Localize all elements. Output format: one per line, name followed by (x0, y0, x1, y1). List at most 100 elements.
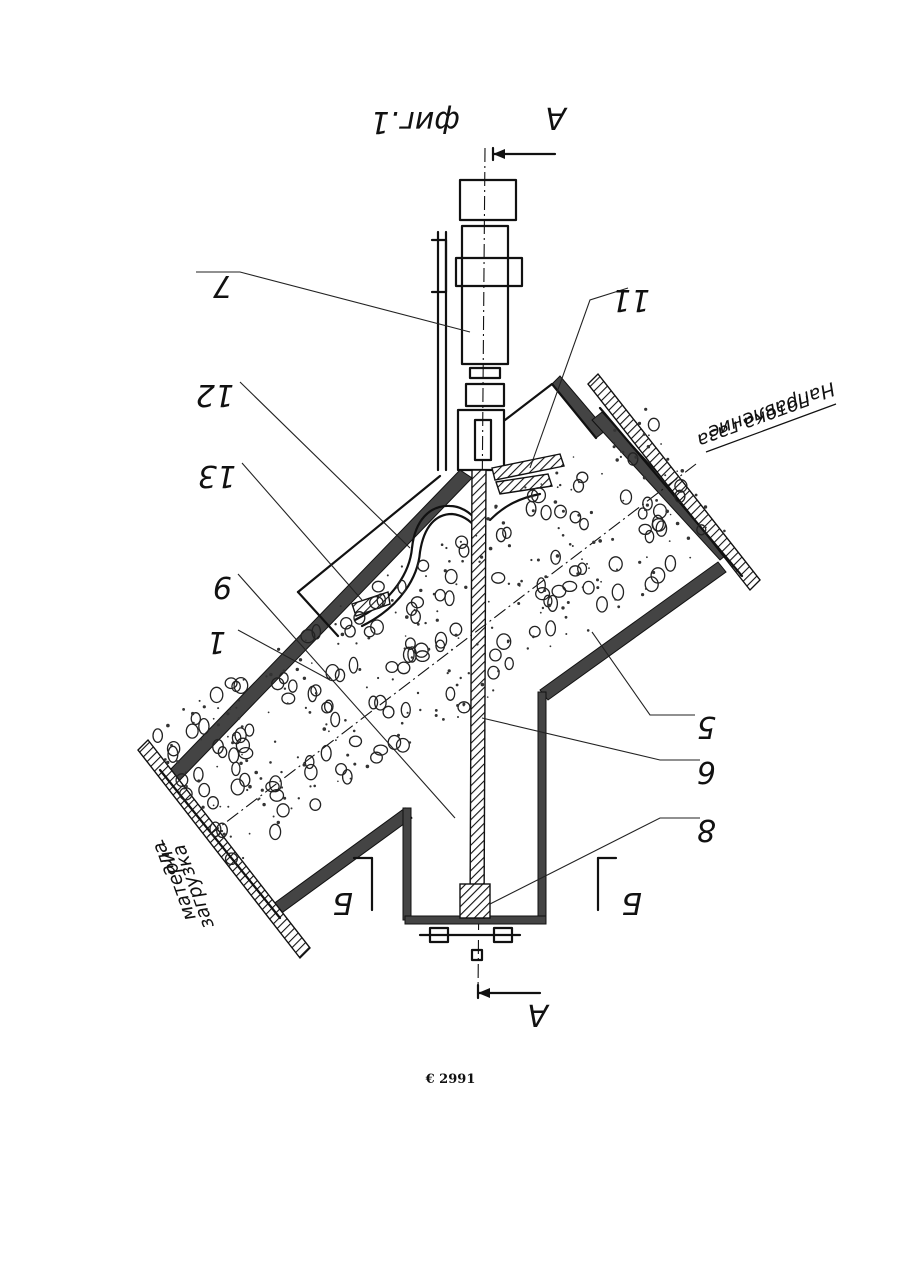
pebble (546, 621, 555, 636)
particle (241, 754, 243, 756)
particle (296, 668, 299, 671)
particle (303, 763, 306, 766)
pebble (199, 719, 209, 735)
pebble (210, 687, 222, 702)
particle (269, 673, 272, 676)
particle (241, 725, 244, 728)
particle (262, 803, 265, 806)
pebble (530, 626, 541, 636)
pebble (609, 557, 622, 571)
particle (670, 514, 672, 516)
particle (570, 489, 572, 491)
particle (488, 601, 490, 603)
particle (261, 789, 264, 792)
pebble (372, 581, 384, 592)
particle (260, 777, 263, 780)
particle (494, 506, 497, 509)
particle (666, 458, 669, 461)
pebble (551, 550, 560, 564)
particle (242, 857, 244, 859)
pebble (331, 712, 340, 726)
particle (203, 705, 206, 708)
central-shaft (470, 470, 486, 918)
particle (309, 711, 312, 714)
particle (353, 730, 356, 733)
pebble (232, 762, 240, 775)
pebble (231, 779, 244, 795)
particle (166, 761, 169, 764)
particle (358, 668, 361, 671)
particle (309, 785, 311, 787)
particle (556, 554, 560, 558)
particle (387, 574, 389, 576)
particle (577, 514, 580, 517)
particle (350, 778, 352, 780)
particle (243, 679, 245, 681)
particle (578, 481, 580, 483)
pebble (386, 662, 398, 673)
section-b-arrow-right (598, 858, 616, 910)
pebble (415, 643, 428, 657)
particle (681, 469, 685, 473)
particle (600, 581, 602, 583)
particle (456, 704, 459, 707)
particle (435, 714, 438, 717)
particle (299, 658, 302, 661)
particle (646, 556, 648, 558)
particle (227, 736, 229, 738)
particle (258, 798, 260, 800)
particle (643, 476, 646, 479)
particle (613, 442, 615, 444)
pebble (580, 519, 589, 530)
section-b-label-right: Б (621, 885, 642, 920)
particle (355, 642, 357, 644)
pebble (639, 524, 651, 534)
label-part-1: 1 (207, 624, 226, 659)
particle (508, 544, 511, 547)
particle (590, 511, 593, 514)
particle (562, 510, 565, 513)
particle (303, 677, 306, 680)
particle (576, 572, 579, 575)
particle (433, 593, 436, 596)
particle (427, 648, 430, 651)
particle (544, 575, 547, 578)
particle (508, 583, 510, 585)
particle (411, 656, 413, 658)
particle (183, 787, 185, 789)
particle (567, 601, 570, 604)
pebble (490, 649, 501, 661)
particle (325, 723, 327, 725)
pebble (289, 680, 297, 692)
particle (524, 486, 526, 488)
particle (436, 619, 439, 622)
label-part-5: 5 (697, 709, 716, 744)
particle (676, 470, 678, 472)
pebble (563, 581, 577, 591)
particle (277, 648, 280, 651)
particle (223, 833, 226, 836)
particle (337, 781, 339, 783)
particle (705, 527, 707, 529)
particle (647, 445, 650, 448)
particle (341, 633, 345, 637)
particle (464, 586, 467, 589)
pebble (397, 739, 410, 753)
particle (592, 541, 595, 544)
pebble (488, 666, 499, 679)
particle (305, 640, 307, 642)
label-part-9: 9 (213, 569, 232, 604)
pebble (239, 748, 253, 759)
particle (455, 583, 457, 585)
particle (239, 762, 242, 765)
particle (213, 718, 215, 720)
particle (436, 610, 438, 612)
particle (366, 686, 368, 688)
particle (397, 734, 400, 737)
particle (489, 547, 493, 551)
particle (377, 677, 379, 679)
particle (487, 517, 490, 520)
particle (638, 422, 641, 425)
particle (652, 571, 655, 574)
particle (182, 708, 185, 711)
